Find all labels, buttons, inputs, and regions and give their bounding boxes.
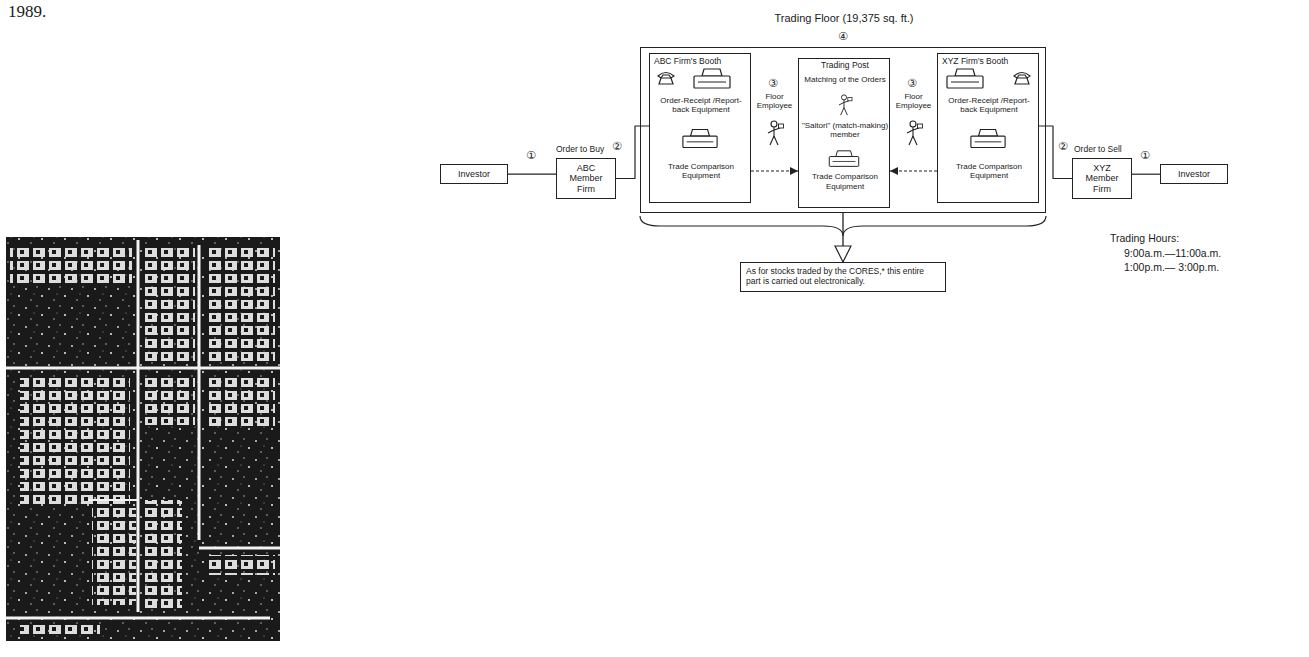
firm-booth: XYZ Firm's BoothOrder-Receipt /Report-ba… [937,53,1039,203]
node-heading: Trading Floor (19,375 sq. ft.) [641,12,1047,25]
year-label: 1989. [8,2,46,22]
hours-heading: Trading Hours: [1110,232,1179,244]
callout-number: ② [1058,141,1068,154]
node-text: Trade Comparison Equipment [656,162,746,180]
label-holder: Floor Employee [751,92,798,110]
equipment-icons [658,69,1030,166]
firm-booth: ABC Firm's BoothOrder-Receipt /Report-ba… [649,53,751,203]
label-holder: ③ [907,78,917,91]
label-holder: Floor Employee [890,92,937,110]
node-heading: Trading Post [799,61,891,71]
node-heading: XYZ Member Firm [1078,163,1126,194]
label-holder: ② [1058,141,1068,154]
member-firm-box: XYZ Member Firm [1072,158,1132,199]
connector [842,213,843,262]
board-photo [6,237,280,641]
trading-floor: Trading Floor (19,375 sq. ft.)ABC Firm's… [640,47,1046,213]
node-heading: ABC Member Firm [562,163,610,194]
callout-number: ① [1140,150,1150,163]
connector [1132,174,1160,175]
trading-post: Trading PostMatching of the Orders "Saito… [798,58,890,208]
node-text: Trade Comparison Equipment [944,162,1034,180]
node-text: Order-Receipt /Report-back Equipment [656,96,746,114]
connector [508,174,556,175]
node-heading: Investor [446,169,502,179]
order-label: Order to Sell [1074,145,1122,155]
member-firm-box: ABC Member Firm [556,158,616,199]
label-holder: 9:00a.m.—11:00a.m. [1124,247,1221,259]
node-heading: As for stocks traded by the CORES,* this… [746,267,940,287]
label-holder: ③ [768,78,778,91]
node-heading: Investor [1166,169,1222,179]
callout-number: ① [526,150,536,163]
label-holder: ① [526,150,536,163]
node-heading: ABC Firm's Booth [654,57,748,67]
node-text: "Saitori" (match-making) member [801,121,889,139]
note-box: As for stocks traded by the CORES,* this… [740,262,946,292]
label-holder: ② [612,141,622,154]
label-holder: ① [1140,150,1150,163]
node-heading: XYZ Firm's Booth [942,57,1036,67]
dashed-arrow [751,170,798,171]
callout-number: ② [612,141,622,154]
label-holder: 1989. [8,2,46,22]
investor-box: Investor [440,164,508,184]
label-holder: Trading Hours: [1110,232,1179,244]
investor-box: Investor [1160,164,1228,184]
callout-number: ③ [768,78,778,91]
phone-line [1039,126,1072,179]
node-text: Matching of the Orders [803,75,887,84]
dashed-arrow [890,170,937,171]
label-holder: Order to Buy [556,145,604,155]
callout-number: ④ [838,31,848,44]
label-holder: 1:00p.m.— 3:00p.m. [1124,261,1219,273]
label-holder: Order to Sell [1074,145,1122,155]
node-text: Order-Receipt /Report-back Equipment [944,96,1034,114]
label-holder: ④ [838,31,848,44]
role-label: Floor Employee [890,92,937,110]
callout-number: ③ [907,78,917,91]
order-label: Order to Buy [556,145,604,155]
hours-text: 1:00p.m.— 3:00p.m. [1124,261,1219,273]
hours-text: 9:00a.m.—11:00a.m. [1124,247,1221,259]
role-label: Floor Employee [751,92,798,110]
node-text: Trade Comparison Equipment [803,172,887,190]
